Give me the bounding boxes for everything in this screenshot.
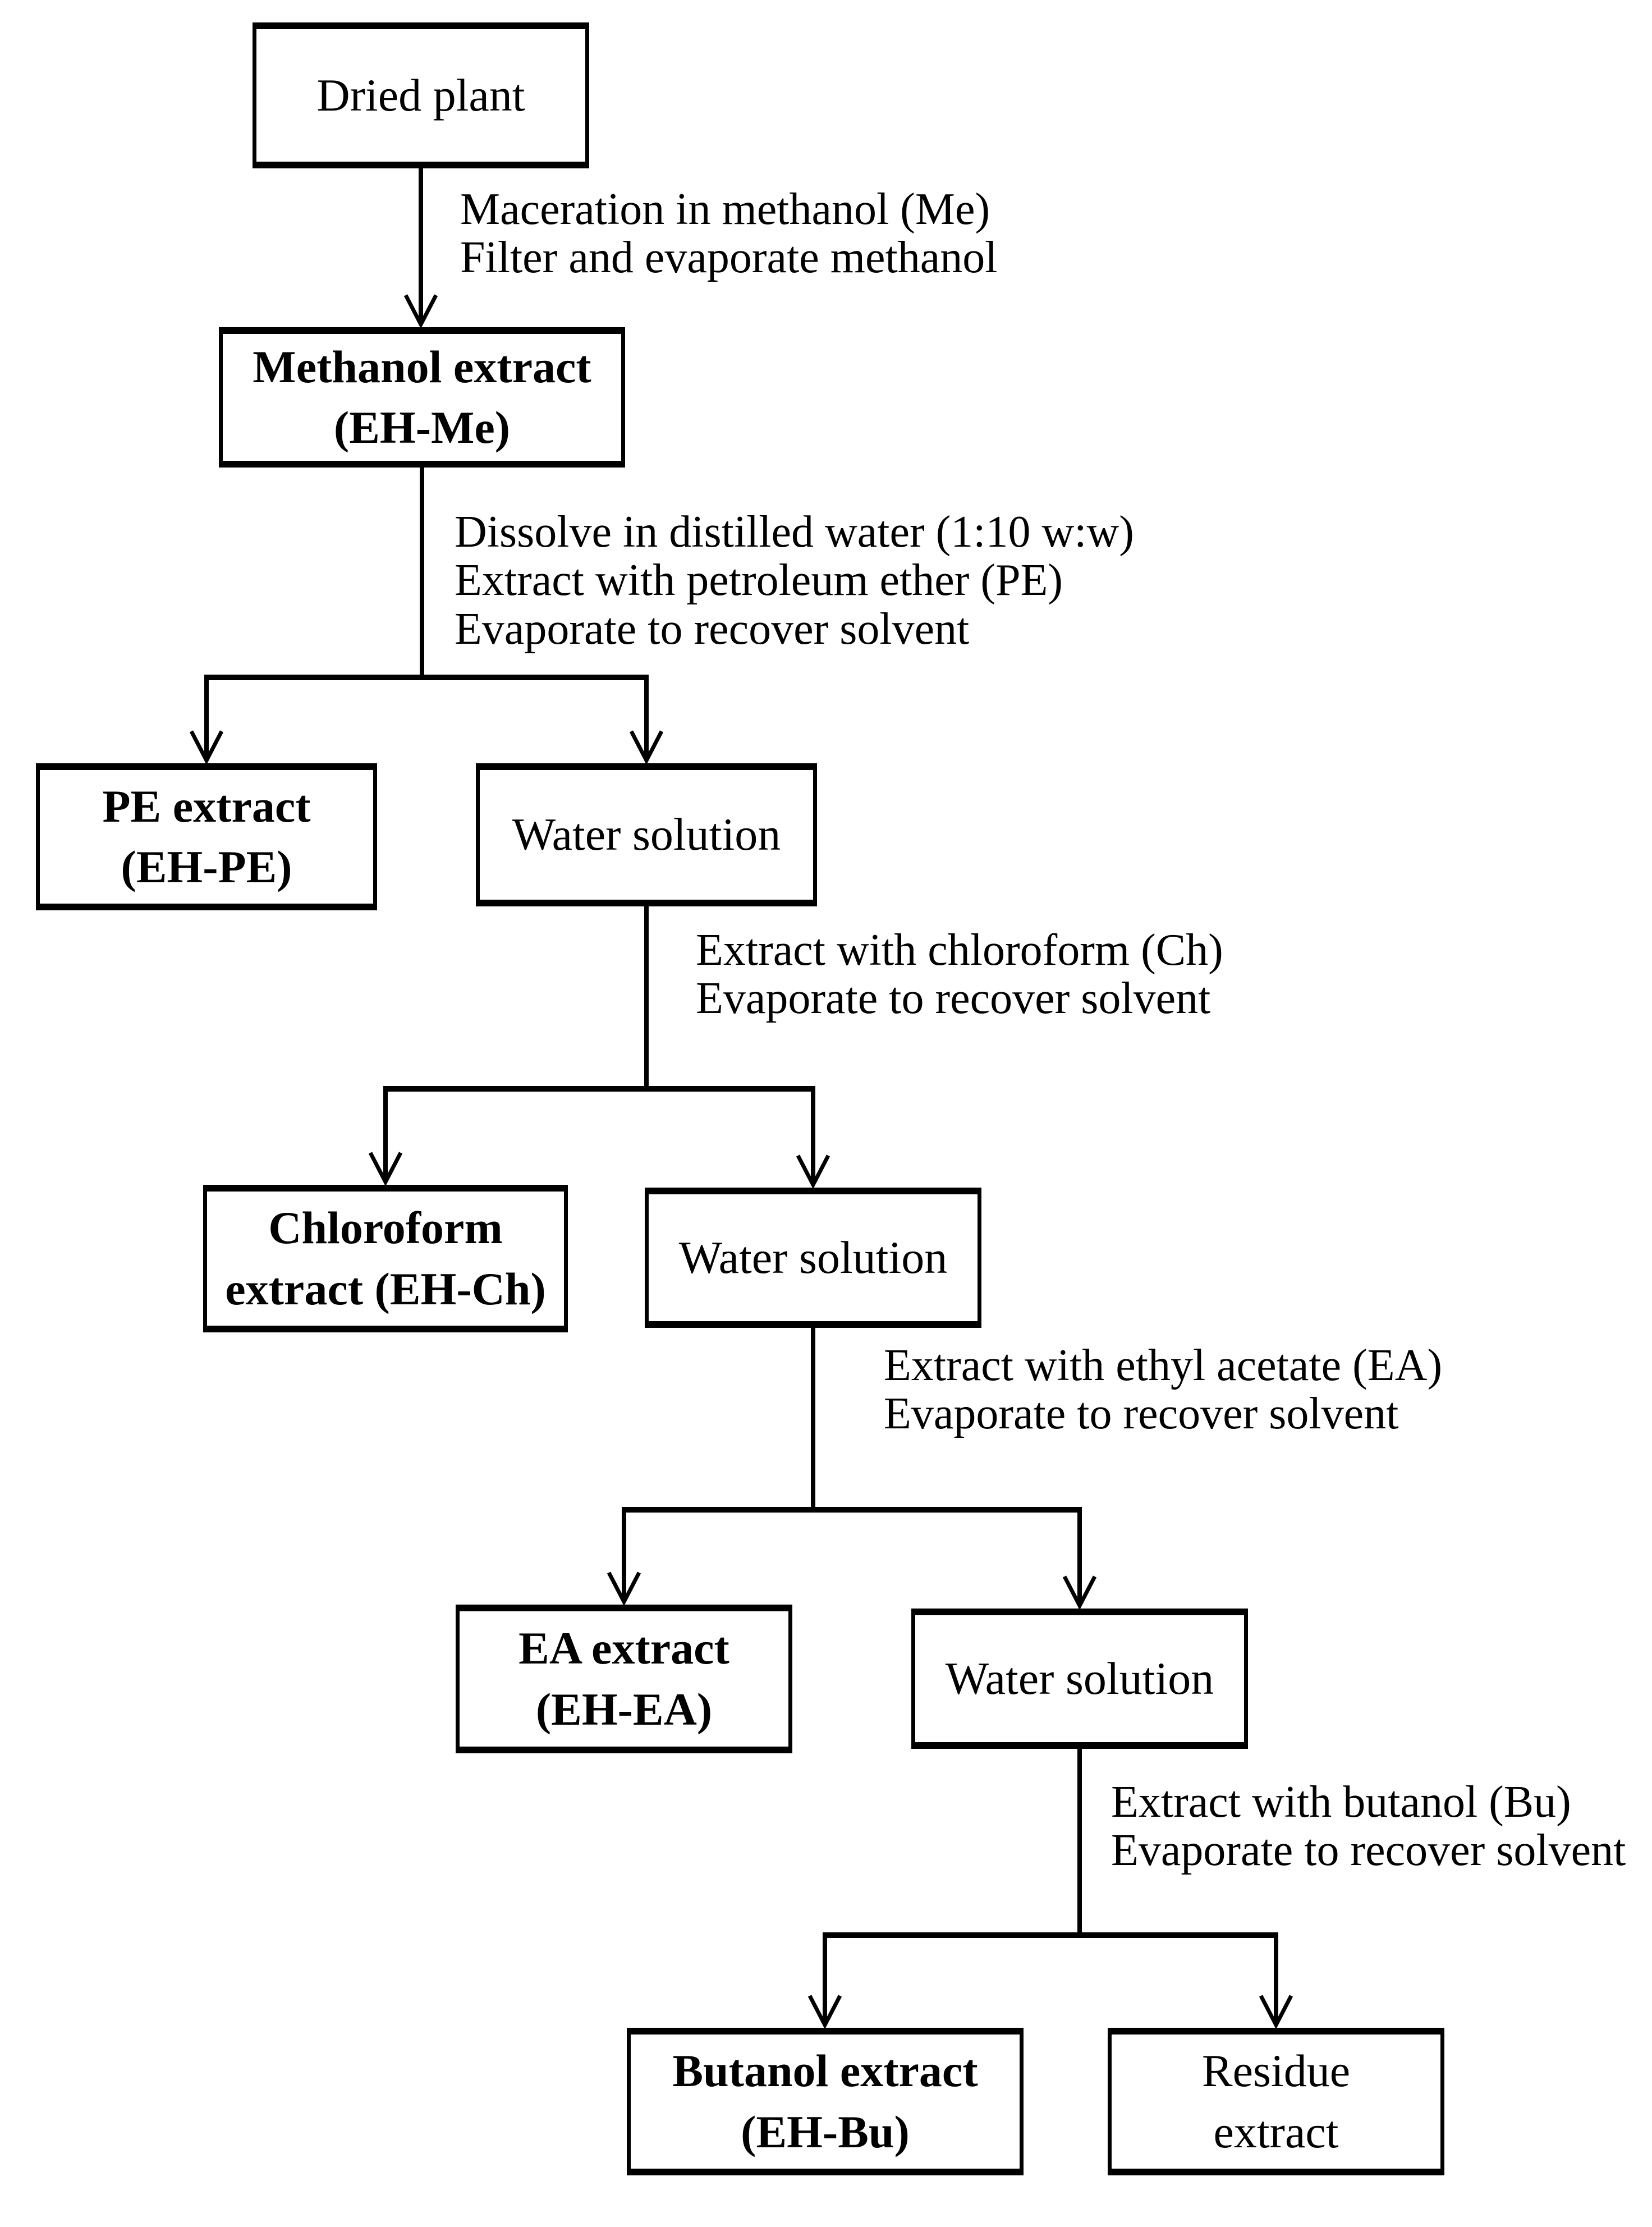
annotation-butanol-step: Extract with butanol (Bu) Evaporate to r… [1111, 1778, 1626, 1875]
node-label: Dried plant [316, 69, 525, 121]
node-label-line2: extract (EH-Ch) [225, 1263, 546, 1314]
arrowhead-water1 [629, 730, 664, 765]
annotation-line: Extract with butanol (Bu) [1111, 1777, 1571, 1827]
node-label: Water solution [945, 1652, 1214, 1704]
node-butanol-extract: Butanol extract (EH-Bu) [627, 2028, 1024, 2175]
annotation-line: Extract with petroleum ether (PE) [455, 556, 1063, 606]
node-chloroform-extract: Chloroform extract (EH-Ch) [203, 1185, 568, 1332]
node-label-line1: Chloroform [268, 1202, 503, 1254]
annotation-line: Dissolve in distilled water (1:10 w:w) [455, 507, 1134, 557]
annotation-line: Filter and evaporate methanol [460, 233, 998, 283]
annotation-ethyl-acetate-step: Extract with ethyl acetate (EA) Evaporat… [884, 1341, 1442, 1438]
node-label-line1: PE extract [102, 780, 311, 832]
arrowhead-ea [607, 1571, 641, 1606]
node-residue-extract: Residue extract [1108, 2028, 1444, 2175]
annotation-maceration-step: Maceration in methanol (Me) Filter and e… [460, 185, 997, 282]
node-water-solution-1: Water solution [476, 763, 817, 906]
annotation-line: Evaporate to recover solvent [455, 604, 970, 654]
node-methanol-extract: Methanol extract (EH-Me) [219, 327, 625, 468]
arrowhead-pe [189, 730, 224, 765]
annotation-line: Maceration in methanol (Me) [460, 185, 990, 234]
arrowhead-chloroform [368, 1152, 403, 1186]
arrowhead-water2 [796, 1154, 830, 1189]
arrowhead-butanol [807, 1995, 842, 2029]
annotation-line: Evaporate to recover solvent [884, 1389, 1399, 1439]
annotation-chloroform-step: Extract with chloroform (Ch) Evaporate t… [696, 926, 1223, 1023]
arrowhead-residue [1259, 1995, 1293, 2029]
node-water-solution-3: Water solution [911, 1609, 1248, 1749]
node-label-line1: Residue [1201, 2045, 1351, 2097]
node-label-line2: (EH-Me) [333, 402, 511, 453]
node-dried-plant: Dried plant [253, 22, 589, 168]
arrowhead-methanol [403, 294, 438, 329]
node-label-line1: EA extract [518, 1623, 729, 1674]
arrowhead-water3 [1062, 1575, 1097, 1610]
annotation-line: Evaporate to recover solvent [696, 974, 1211, 1024]
annotation-line: Evaporate to recover solvent [1111, 1826, 1626, 1876]
node-label-line2: (EH-Bu) [741, 2106, 910, 2157]
node-ea-extract: EA extract (EH-EA) [456, 1605, 792, 1753]
node-pe-extract: PE extract (EH-PE) [36, 763, 377, 910]
node-label: Water solution [512, 809, 781, 860]
annotation-line: Extract with chloroform (Ch) [696, 925, 1223, 975]
annotation-line: Extract with ethyl acetate (EA) [884, 1341, 1443, 1390]
node-label-line1: Methanol extract [253, 341, 591, 392]
node-label-line2: extract [1213, 2106, 1339, 2157]
node-label-line2: (EH-PE) [121, 841, 292, 892]
node-label-line1: Butanol extract [672, 2045, 978, 2097]
node-water-solution-2: Water solution [645, 1188, 981, 1328]
node-label: Water solution [678, 1231, 948, 1283]
node-label-line2: (EH-EA) [535, 1683, 713, 1735]
annotation-petroleum-step: Dissolve in distilled water (1:10 w:w) E… [455, 507, 1134, 654]
